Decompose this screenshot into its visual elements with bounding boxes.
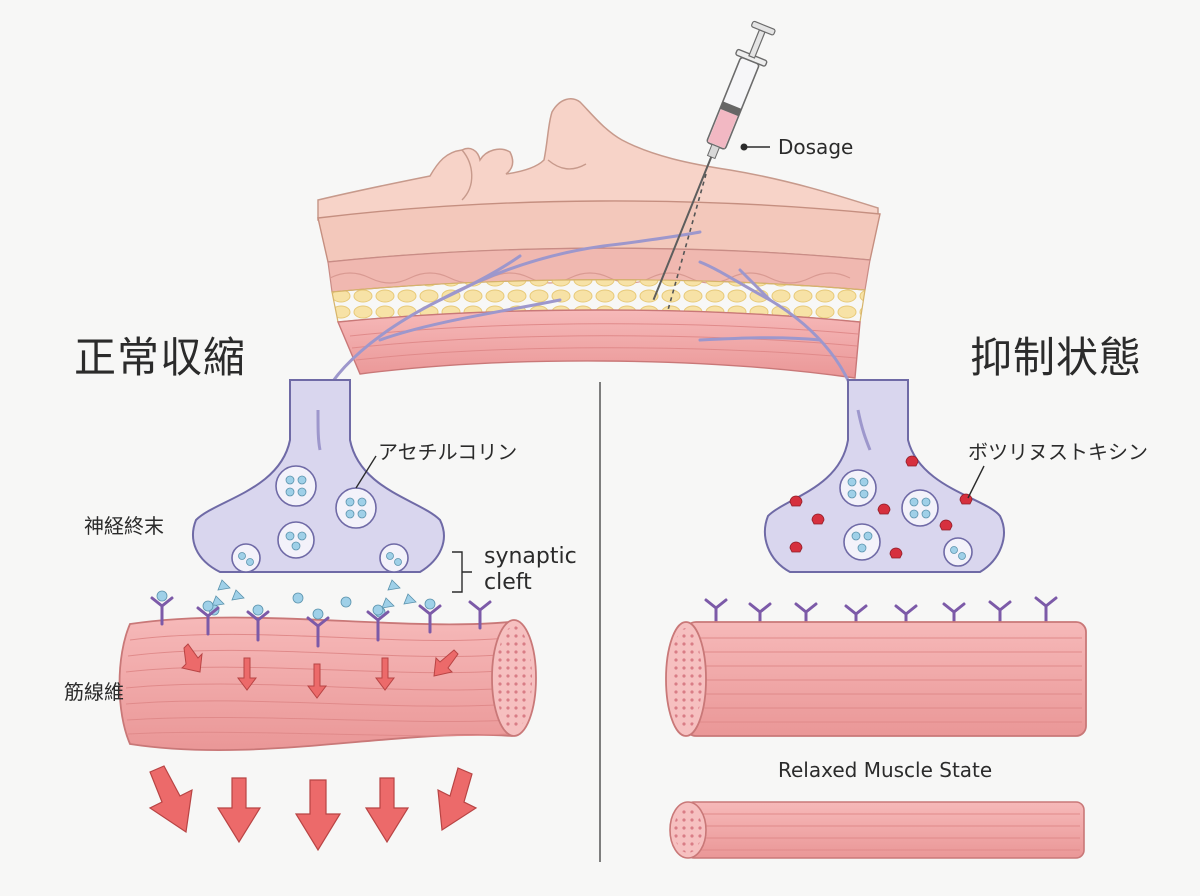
contraction-arrows-large — [148, 765, 478, 852]
normal-muscle-fiber — [118, 616, 537, 751]
relaxed-muscle-fiber — [665, 621, 1087, 737]
face-profile — [317, 98, 879, 221]
synaptic-cleft-label: synaptic cleft — [484, 544, 577, 596]
normal-receptors — [150, 596, 492, 648]
normal-contraction-title: 正常収縮 — [74, 333, 247, 382]
syringe — [652, 20, 776, 301]
inhibited-state-title: 抑制状態 — [970, 333, 1143, 382]
relaxed-muscle-fiber-thin — [669, 801, 1085, 859]
acetylcholine-label: アセチルコリン — [378, 440, 518, 464]
relaxed-muscle-state-label: Relaxed Muscle State — [778, 758, 993, 782]
contraction-arrows-small — [181, 643, 459, 699]
nerve-terminal-label: 神経終末 — [84, 514, 164, 538]
muscle-fiber-label: 筋線維 — [64, 680, 124, 704]
synaptic-cleft-line1: synaptic — [484, 544, 577, 569]
inhibited-receptors — [704, 596, 1058, 634]
synaptic-cleft-line2: cleft — [484, 570, 532, 595]
dosage-label: Dosage — [778, 135, 854, 159]
skin-cross-section — [316, 98, 881, 412]
inhibited-nerve-terminal — [764, 379, 1005, 573]
botulinum-toxin-label: ボツリヌストキシン — [968, 440, 1148, 464]
normal-nerve-terminal — [192, 379, 472, 618]
